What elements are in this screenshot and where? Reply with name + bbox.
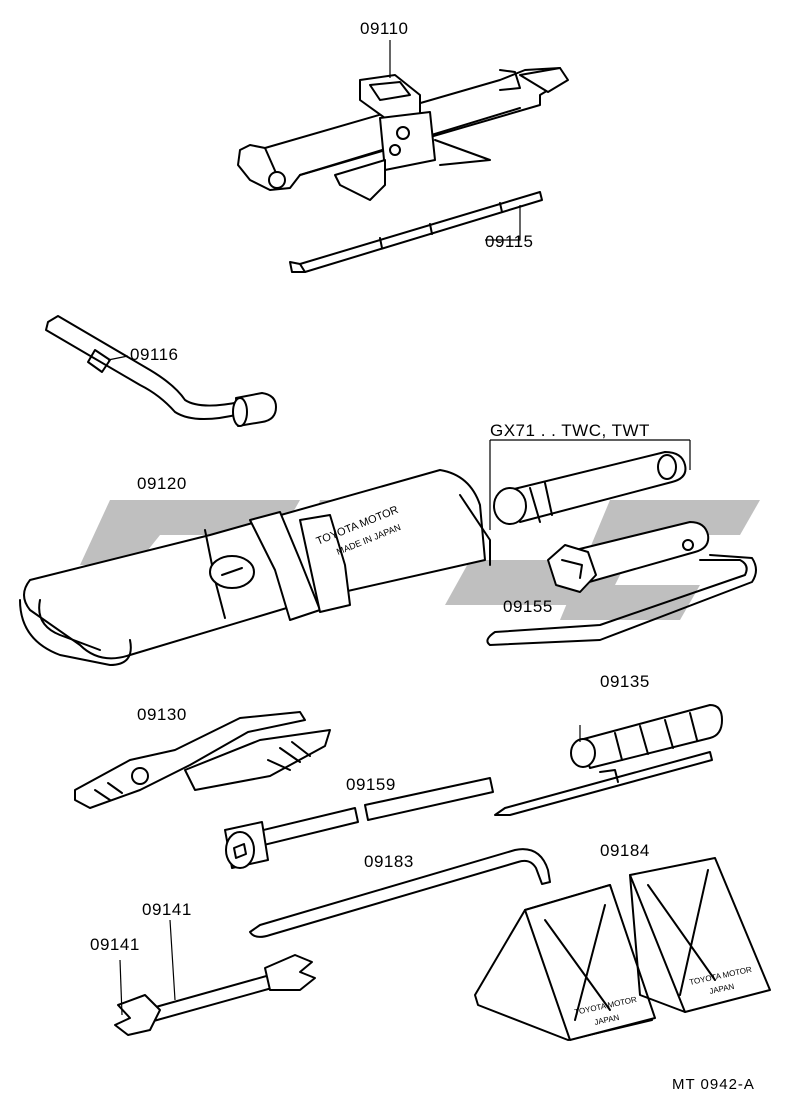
label-09130: 09130 xyxy=(137,705,187,724)
label-09183: 09183 xyxy=(364,852,414,871)
double-open-wrench xyxy=(114,954,316,1036)
label-09184: 09184 xyxy=(600,841,650,860)
label-09155: 09155 xyxy=(503,597,553,616)
label-09159: 09159 xyxy=(346,775,396,794)
plug-socket-long xyxy=(493,451,687,525)
label-09115: 09115 xyxy=(485,232,534,251)
leader-lines xyxy=(107,40,581,1016)
plug-wrench xyxy=(486,521,757,646)
label-09141-lower: 09141 xyxy=(90,935,140,954)
extension-bar xyxy=(224,777,494,869)
tool-bag xyxy=(19,469,491,666)
tire-lever xyxy=(249,848,551,938)
screwdriver xyxy=(494,704,723,816)
label-09135: 09135 xyxy=(600,672,650,691)
jack-handle xyxy=(289,191,543,273)
label-09120: 09120 xyxy=(137,474,187,493)
figure-code: MT 0942-A xyxy=(672,1076,755,1093)
label-09116: 09116 xyxy=(130,345,179,364)
wheel-chocks xyxy=(474,857,771,1041)
scissor-jack xyxy=(237,67,569,201)
label-09141-upper: 09141 xyxy=(142,900,192,919)
label-09110: 09110 xyxy=(360,19,409,38)
label-gx71-note: GX71 . . TWC, TWT xyxy=(490,421,650,440)
pliers xyxy=(74,711,331,809)
wheel-nut-wrench xyxy=(45,315,277,427)
